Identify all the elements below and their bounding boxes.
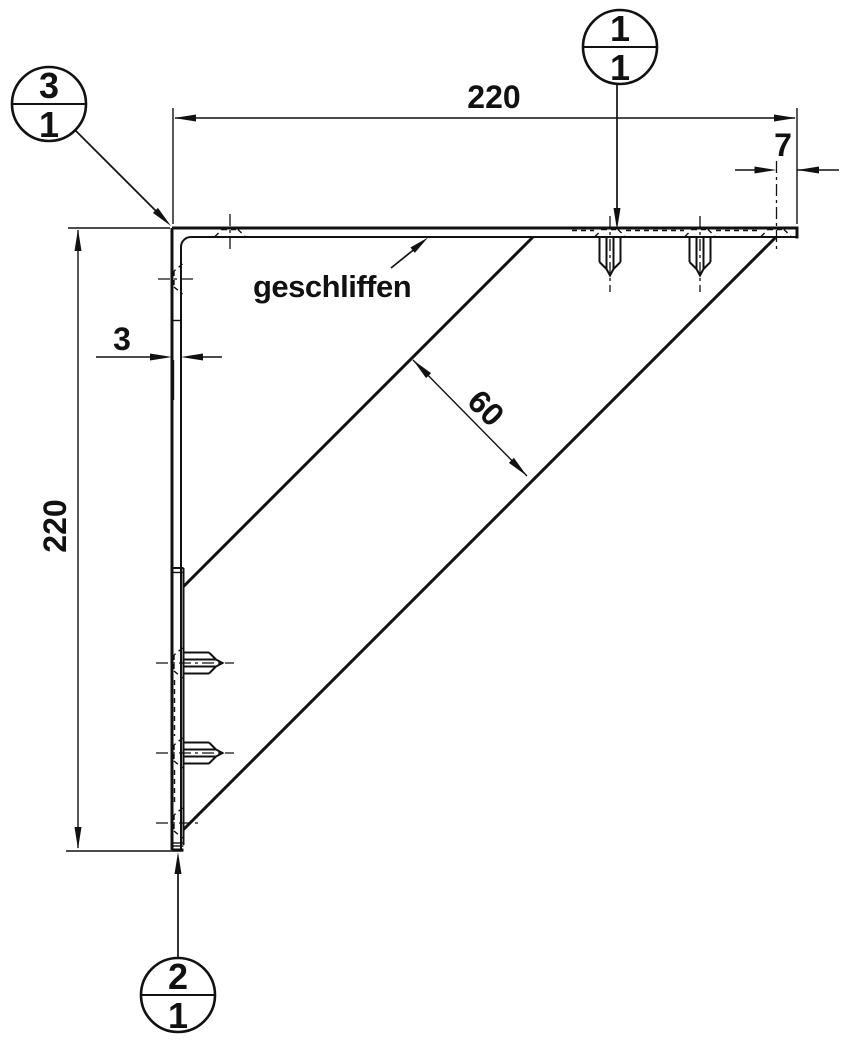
mounting-plate [173,567,185,845]
arrowhead-left [174,114,196,122]
stud-body [184,651,225,675]
weld-stud-left-2 [184,741,225,765]
balloon-quantity: 1 [39,104,59,145]
arrowhead-bottom [74,827,82,849]
stud-body [598,237,622,278]
arrowhead-lower [508,457,527,476]
balloon-item-number: 2 [168,956,188,997]
balloon-leader-arrowhead [613,208,621,230]
balloon-leader-arrowhead [152,207,171,226]
brace-upper-edge [182,235,535,588]
countersink-top-hole-2 [760,228,792,237]
arrowhead-top [74,229,82,251]
countersink-leg-stud-2 [173,737,183,769]
dimension-value-brace-width: 60 [461,383,512,434]
brace-lower-edge [182,235,778,831]
balloon-leader-line [74,129,158,213]
countersink-top-hole-1 [214,228,246,237]
balloon-top: 1 1 [581,8,659,230]
balloon-item-number: 3 [39,65,59,106]
dimension-value-wall-thickness: 3 [113,321,131,357]
dimension-value-right-offset: 7 [774,127,792,163]
centerlines [156,161,778,824]
balloon-bottom: 2 1 [139,852,217,1036]
arrowhead-right [181,353,203,361]
note-leader-arrowhead [410,237,428,253]
countersink-leg-hole-2 [173,807,183,839]
dimension-wall-thickness: 3 [96,321,222,400]
arrowhead-left [150,353,172,361]
weld-stud-top-1 [598,237,622,278]
dimension-brace-width: 60 [412,359,528,477]
weld-stud-left-1 [184,651,225,675]
dimension-value-left-height: 220 [37,499,73,552]
weld-stud-top-2 [688,237,712,278]
arrowhead-upper [413,360,432,379]
stud-body [688,237,712,278]
balloon-quantity: 1 [168,995,188,1036]
flange-underside-and-leg-inner-edge [180,236,797,850]
countersink-top-stud-2 [684,228,716,237]
balloon-quantity: 1 [610,47,630,88]
arrowhead-right [774,114,796,122]
surface-finish-note: geschliffen [253,237,428,304]
balloon-top-left: 3 1 [10,65,171,226]
surface-finish-label: geschliffen [253,269,411,304]
dimension-line [412,359,528,477]
dimension-right-offset: 7 [735,127,839,174]
bracket-outline [170,226,799,852]
countersink-leg-hole-1 [173,263,183,295]
dimension-top-width: 220 [172,79,798,224]
countersink-leg-stud-1 [173,647,183,679]
countersink-marks [173,228,792,839]
note-leader-line [390,248,415,269]
balloon-item-number: 1 [610,8,630,49]
diagonal-brace [182,235,778,831]
stud-body [184,741,225,765]
countersink-top-stud-1 [594,228,626,237]
dimension-left-height: 220 [37,227,183,852]
arrowhead-right [797,166,819,174]
balloon-leader-arrowhead [174,852,182,874]
dimension-value-top-width: 220 [467,79,520,115]
arrowhead-left [754,166,777,174]
